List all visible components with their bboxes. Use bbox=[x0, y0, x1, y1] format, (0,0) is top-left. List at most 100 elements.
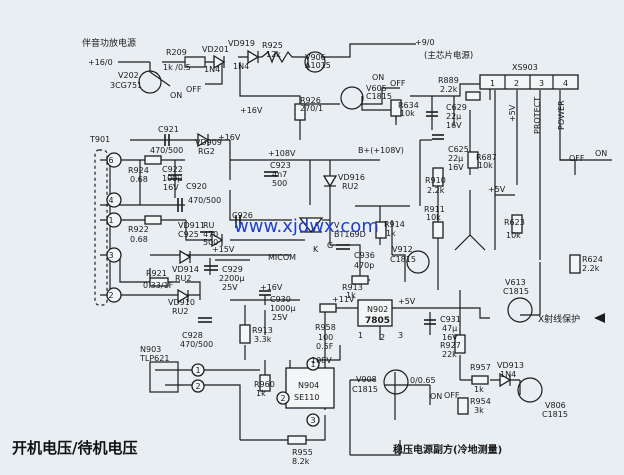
resistor-r955 bbox=[287, 435, 307, 445]
label-v15v: +15V bbox=[212, 245, 235, 254]
label-n903-type: TLP621 bbox=[139, 354, 169, 363]
label-ic2: 2 bbox=[280, 394, 285, 403]
diode-vd911-symbol bbox=[211, 232, 224, 248]
label-pin1-t: 1 bbox=[108, 216, 113, 225]
label-n902-pin2: 2 bbox=[380, 333, 385, 342]
labels: 伴音功放电源 +16/0 V202 3CG751 R209 1k /0.5 VD… bbox=[82, 37, 607, 466]
label-v11v: +11V bbox=[332, 295, 355, 304]
label-c930: C930 bbox=[270, 295, 291, 304]
resistor-r958 bbox=[319, 303, 337, 313]
label-v806: V806 bbox=[545, 401, 566, 410]
label-r921: R921 bbox=[146, 269, 167, 278]
label-r914-val: 1k bbox=[386, 229, 396, 238]
label-c929: C929 bbox=[222, 265, 243, 274]
label-c936: C936 bbox=[354, 251, 375, 260]
transistor-v605-symbol bbox=[340, 86, 364, 110]
label-power: POWER bbox=[557, 100, 566, 130]
resistor-r921 bbox=[149, 277, 169, 287]
label-vd913: VD913 bbox=[497, 361, 524, 370]
optocoupler-n903 bbox=[149, 361, 179, 393]
label-on-c: ON bbox=[595, 149, 607, 158]
resistor-r927 bbox=[454, 334, 466, 354]
label-c922-v: 16V bbox=[163, 183, 179, 192]
label-v16v-b: +16V bbox=[218, 133, 241, 142]
label-on-d: ON bbox=[430, 392, 442, 401]
label-pin4: 4 bbox=[563, 79, 568, 88]
label-c929-val: 2200μ bbox=[219, 274, 244, 283]
label-k: K bbox=[313, 245, 319, 254]
label-c925-v: 500 bbox=[203, 238, 218, 247]
components bbox=[94, 49, 605, 445]
label-v16-0: +16/0 bbox=[88, 58, 113, 67]
label-c629-val: 22μ bbox=[446, 112, 461, 121]
label-vd916: VD916 bbox=[338, 173, 365, 182]
label-n902-pin3: 3 bbox=[398, 331, 403, 340]
label-r624-val: 2.2k bbox=[582, 264, 600, 273]
label-vd914-type: RU2 bbox=[175, 274, 192, 283]
label-r926-val: 270/1 bbox=[300, 104, 323, 113]
label-c629-v: 16V bbox=[446, 121, 462, 130]
resistor-r957 bbox=[471, 375, 489, 385]
transformer-pin-1 bbox=[106, 212, 122, 228]
label-r913-val: 1k bbox=[346, 291, 356, 300]
label-c930-val: 1000μ bbox=[270, 304, 295, 313]
label-t901: T901 bbox=[89, 135, 110, 144]
label-r926: R926 bbox=[300, 96, 321, 105]
label-r911-val: 10k bbox=[426, 213, 441, 222]
diode-vd919-symbol bbox=[247, 49, 260, 65]
label-vd910: VD910 bbox=[168, 298, 195, 307]
ic-n904 bbox=[285, 367, 335, 409]
label-r209-val: 1k /0.5 bbox=[163, 63, 191, 72]
label-v16v-a: +16V bbox=[240, 106, 263, 115]
resistor-r910 bbox=[432, 167, 444, 187]
transistor-v912-symbol bbox=[406, 250, 430, 274]
caption-left: 开机电压/待机电压 bbox=[12, 439, 137, 457]
label-v0-065: 0/0.65 bbox=[410, 376, 436, 385]
label-off-a: OFF bbox=[186, 85, 202, 94]
label-n904: N904 bbox=[298, 381, 319, 390]
regulator-n902 bbox=[357, 299, 393, 327]
label-xray: X射线保护 bbox=[538, 313, 580, 325]
label-c930-v: 25V bbox=[272, 313, 288, 322]
label-c928-val: 470/500 bbox=[180, 340, 213, 349]
label-c922-val: 100μ bbox=[162, 174, 182, 183]
label-r922-val: 0.68 bbox=[130, 235, 148, 244]
label-v202-type: 3CG751 bbox=[110, 81, 142, 90]
label-c625-v: 16V bbox=[448, 163, 464, 172]
label-ru: RU bbox=[203, 221, 215, 230]
opto-pin-2 bbox=[191, 379, 205, 393]
label-pin3-t: 3 bbox=[108, 251, 113, 260]
label-r960: R960 bbox=[254, 380, 275, 389]
thyristor-bt169d-symbol bbox=[298, 217, 324, 234]
resistor-r623 bbox=[511, 214, 523, 234]
label-c925-val: 470 bbox=[203, 230, 218, 239]
label-bt169d: BT169D bbox=[334, 230, 366, 239]
label-r955: R955 bbox=[292, 448, 313, 457]
label-v5v-c: +5V bbox=[398, 297, 416, 306]
transformer-pin-4 bbox=[106, 192, 122, 208]
label-r958: R958 bbox=[315, 323, 336, 332]
label-vd910-type: RU2 bbox=[172, 307, 189, 316]
transformer-t901 bbox=[94, 149, 108, 306]
label-vd201-type: 1N4 bbox=[204, 65, 220, 74]
opto-pin-1 bbox=[191, 363, 205, 377]
transistor-v806-symbol bbox=[517, 377, 543, 403]
label-v906-type: A1015 bbox=[305, 61, 331, 70]
label-r209: R209 bbox=[166, 48, 187, 57]
resistor-r687 bbox=[467, 151, 479, 169]
label-v912: V912 bbox=[392, 245, 413, 254]
label-v605-type: C1815 bbox=[366, 92, 392, 101]
label-v5v-b: +5V bbox=[488, 185, 506, 194]
label-c925: C925 bbox=[178, 230, 199, 239]
label-b-plus: B+(+108V) bbox=[358, 146, 404, 155]
label-pin4-t: 4 bbox=[108, 196, 113, 205]
label-v605: V605 bbox=[366, 84, 387, 93]
label-r957-val: 1k bbox=[474, 385, 484, 394]
label-on-a: ON bbox=[170, 91, 182, 100]
resistor-r911 bbox=[432, 221, 444, 239]
resistor-r926 bbox=[294, 103, 306, 121]
label-r958-val: 100 bbox=[318, 333, 333, 342]
label-r925: R925 bbox=[262, 41, 283, 50]
label-off-b: OFF bbox=[390, 79, 406, 88]
transistor-v202-symbol bbox=[138, 70, 162, 94]
